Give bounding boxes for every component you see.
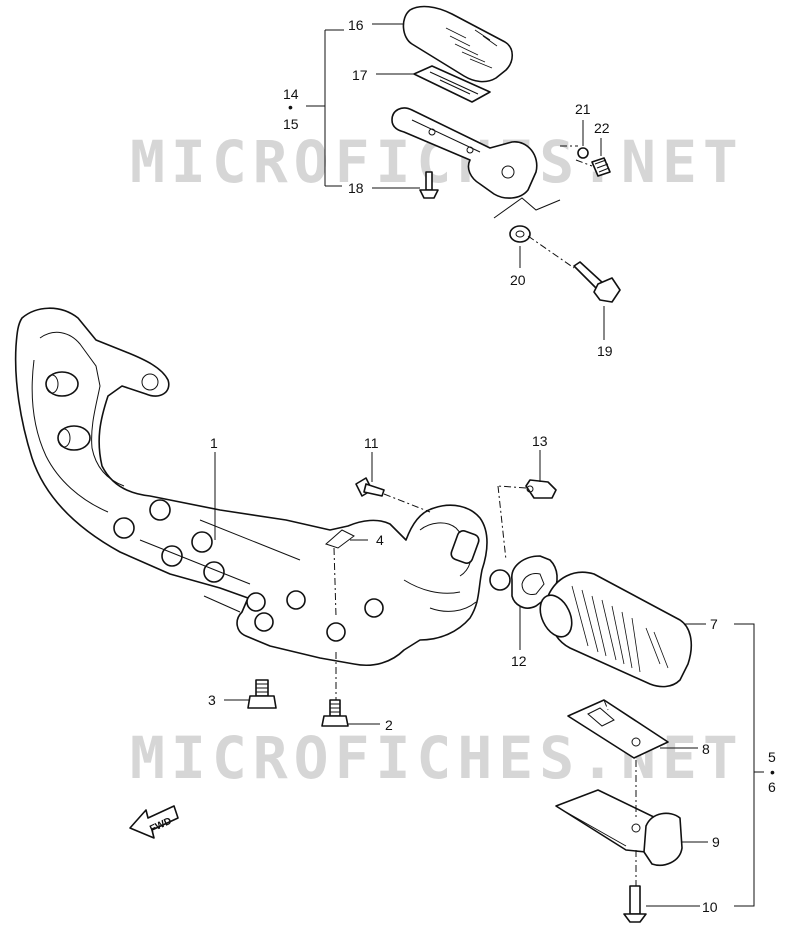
assembly-line-21-22 bbox=[560, 145, 593, 167]
part-19-pivot-bolt[interactable] bbox=[573, 261, 621, 303]
callout-12: 12 bbox=[511, 653, 527, 669]
part-20-washer[interactable] bbox=[509, 225, 531, 243]
group-bracket-14-15 bbox=[306, 29, 344, 187]
callout-8: 8 bbox=[702, 741, 710, 757]
part-14-15-footrest-bracket[interactable] bbox=[391, 107, 538, 199]
callout-21: 21 bbox=[575, 101, 591, 117]
callout-11: 11 bbox=[364, 435, 379, 451]
callout-6: 6 bbox=[768, 779, 776, 795]
callout-3: 3 bbox=[208, 692, 216, 708]
part-2-bolt[interactable] bbox=[321, 699, 349, 727]
callout-22: 22 bbox=[594, 120, 610, 136]
callout-5: 5 bbox=[768, 749, 776, 765]
callout-1: 1 bbox=[210, 435, 218, 451]
part-13-plunger[interactable] bbox=[525, 479, 557, 499]
callout-16: 16 bbox=[348, 17, 364, 33]
part-4-clip[interactable] bbox=[325, 529, 355, 549]
callout-15: 15 bbox=[283, 116, 299, 132]
callout-7: 7 bbox=[710, 616, 718, 632]
part-3-bolt[interactable] bbox=[247, 679, 277, 709]
part-7-footrest-rubber[interactable] bbox=[534, 571, 693, 688]
assembly-line-11 bbox=[383, 493, 431, 513]
callout-9: 9 bbox=[712, 834, 720, 850]
part-21-ball[interactable] bbox=[577, 147, 589, 159]
part-9-footrest-base[interactable] bbox=[555, 789, 683, 866]
part-17-plate[interactable] bbox=[413, 65, 491, 103]
callout-10: 10 bbox=[702, 899, 718, 915]
part-12-gasket[interactable] bbox=[511, 555, 558, 609]
break-line bbox=[493, 197, 561, 219]
callout-4: 4 bbox=[376, 532, 384, 548]
callout-19: 19 bbox=[597, 343, 613, 359]
part-18-screw[interactable] bbox=[419, 171, 439, 199]
group-bracket-5-6 bbox=[734, 623, 764, 907]
callout-20: 20 bbox=[510, 272, 526, 288]
part-8-plate[interactable] bbox=[567, 699, 669, 759]
assembly-line-2-4 bbox=[333, 547, 337, 700]
callout-14: 14 bbox=[283, 86, 299, 102]
part-11-bolt[interactable] bbox=[355, 477, 385, 497]
part-10-screw[interactable] bbox=[623, 885, 647, 923]
part-22-spring[interactable] bbox=[591, 157, 611, 177]
part-1-footrest-bracket[interactable] bbox=[14, 307, 511, 666]
group-dot-14-15: • bbox=[288, 99, 293, 115]
group-dot-5-6: • bbox=[770, 764, 775, 780]
callout-2: 2 bbox=[385, 717, 393, 733]
part-16-footrest-rubber[interactable] bbox=[402, 5, 514, 83]
callout-17: 17 bbox=[352, 67, 368, 83]
assembly-line-19 bbox=[527, 235, 575, 269]
callout-18: 18 bbox=[348, 180, 364, 196]
assembly-line-8-9-10 bbox=[603, 699, 637, 886]
assembly-line-13 bbox=[497, 485, 527, 561]
fwd-arrow-icon: FWD bbox=[129, 805, 179, 839]
callout-13: 13 bbox=[532, 433, 548, 449]
